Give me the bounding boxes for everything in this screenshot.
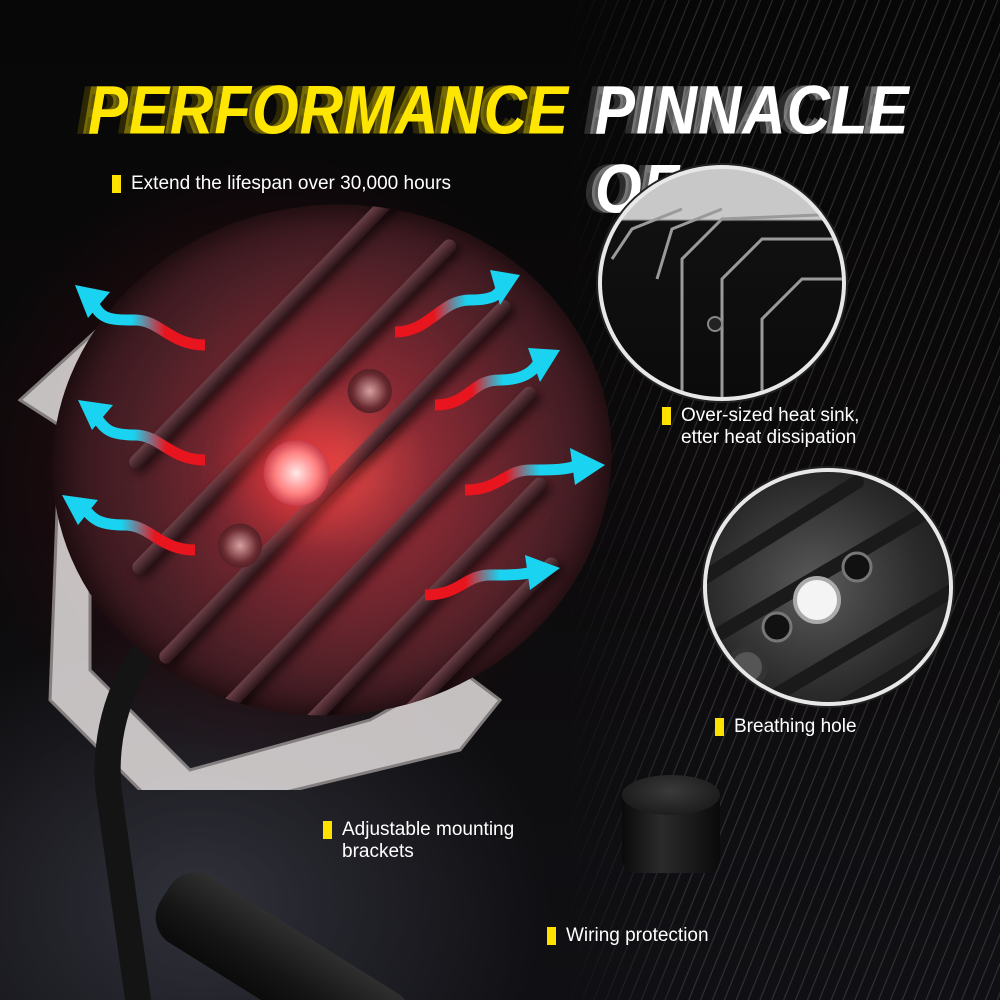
feature-text: Adjustable mounting brackets [342, 819, 515, 862]
heat-sink-closeup-inset [598, 165, 846, 401]
breathing-hole-closeup-inset [703, 468, 953, 706]
bullet-marker [323, 821, 332, 839]
heat-sink-fin-outline [610, 207, 842, 397]
airflow-arrows [62, 270, 605, 601]
bullet-marker [112, 175, 121, 193]
feature-text: Extend the lifespan over 30,000 hours [131, 173, 452, 194]
bullet-marker [662, 407, 671, 425]
feature-breathing-hole: Breathing hole [715, 716, 857, 738]
feature-lifespan: Extend the lifespan over 30,000 hours [112, 173, 451, 195]
feature-text: Breathing hole [734, 716, 857, 737]
feature-heat-sink: Over-sized heat sink, etter heat dissipa… [662, 405, 859, 449]
headline-rest: PINNACLE OF [595, 71, 910, 228]
bullet-marker [547, 927, 556, 945]
feature-wiring: Wiring protection [547, 925, 709, 947]
feature-brackets: Adjustable mounting brackets [323, 819, 514, 863]
rubber-dust-cap-image [622, 775, 720, 873]
feature-text: Over-sized heat sink, etter heat dissipa… [681, 405, 860, 448]
feature-text: Wiring protection [566, 925, 709, 946]
headline: PERFORMANCE PINNACLE OF [88, 70, 1000, 229]
headline-highlight: PERFORMANCE [88, 71, 570, 149]
breathing-hole-detail [707, 475, 949, 702]
bullet-marker [715, 718, 724, 736]
